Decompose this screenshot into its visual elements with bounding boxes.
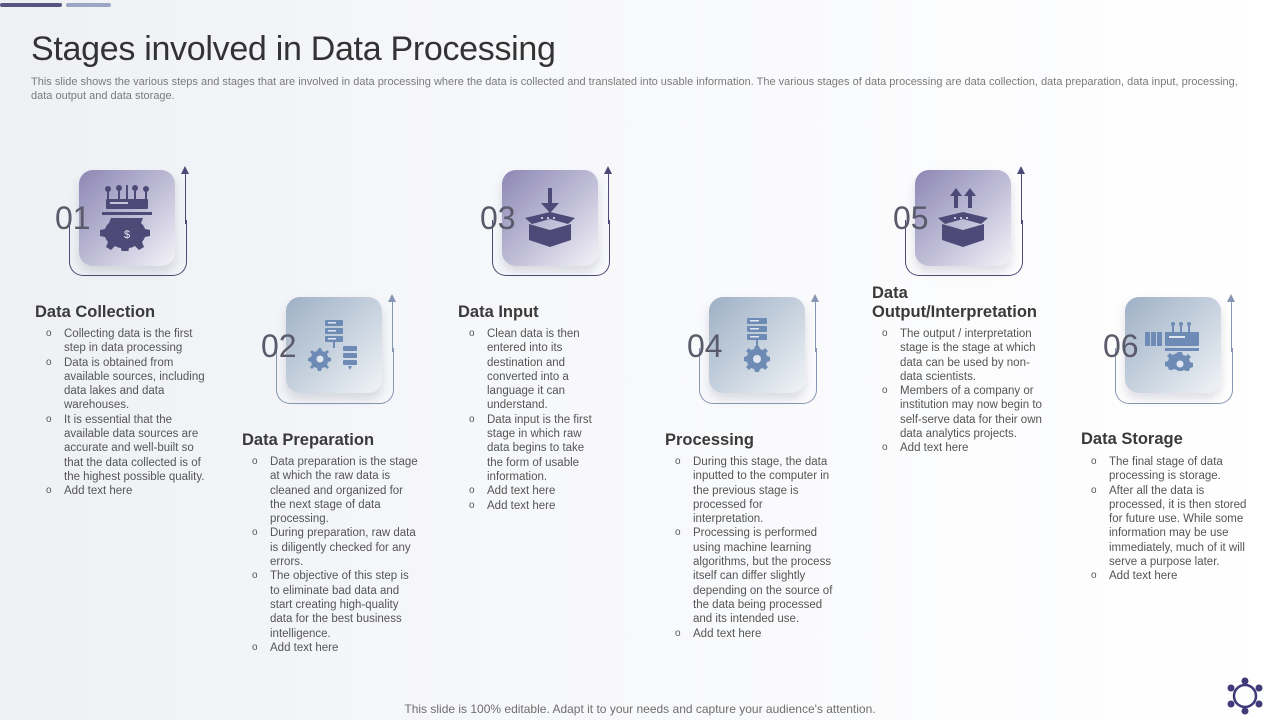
- stage-arrow-line: [392, 302, 393, 352]
- storage-array-gear-icon: [1145, 322, 1199, 371]
- stage-icon-tile: [709, 297, 805, 393]
- bullet-item: Add text here: [241, 641, 419, 656]
- stage-frame: [905, 220, 1023, 276]
- bullet-item: During preparation, raw data is diligent…: [241, 526, 419, 569]
- bullet-item: During this stage, the data inputted to …: [664, 455, 834, 526]
- stage-frame: [69, 220, 187, 276]
- bullet-item: After all the data is processed, it is t…: [1080, 484, 1250, 570]
- stage-title: Data Input: [458, 303, 539, 321]
- bullet-item: Add text here: [1080, 569, 1250, 584]
- bullet-item: Add text here: [458, 484, 603, 499]
- arrow-up-icon: [604, 166, 612, 174]
- stage-title: Data Storage: [1081, 430, 1183, 448]
- stage-number: 06: [1103, 328, 1139, 364]
- stage-number: 04: [687, 328, 723, 364]
- stage-arrow-line: [608, 174, 609, 224]
- stage-bullets: Collecting data is the first step in dat…: [35, 327, 210, 499]
- bullet-item: Data input is the first stage in which r…: [458, 413, 603, 484]
- bullet-item: Members of a company or institution may …: [871, 384, 1043, 441]
- stage-arrow-line: [1021, 174, 1022, 224]
- stage-title: Data Output/Interpretation: [872, 284, 1037, 321]
- server-gear-icon: [744, 318, 770, 372]
- bullet-item: Add text here: [871, 441, 1043, 456]
- box-arrow-down-icon: [525, 188, 575, 247]
- stage-number: 05: [893, 200, 929, 236]
- accent-bar-light: [66, 3, 111, 7]
- bullet-item: Add text here: [664, 627, 834, 642]
- stage-icon-tile: [915, 170, 1011, 266]
- stage-frame: [492, 220, 610, 276]
- stage-number: 02: [261, 328, 297, 364]
- arrow-up-icon: [811, 294, 819, 302]
- bullet-item: The objective of this step is to elimina…: [241, 569, 419, 640]
- bullet-item: Add text here: [458, 499, 603, 514]
- footer-note: This slide is 100% editable. Adapt it to…: [404, 702, 876, 716]
- bullet-item: The final stage of data processing is st…: [1080, 455, 1250, 484]
- stage-bullets: Data preparation is the stage at which t…: [241, 455, 419, 655]
- gear-servers-icon: [308, 320, 357, 371]
- stage-title: Processing: [665, 431, 754, 449]
- bullet-item: Processing is performed using machine le…: [664, 526, 834, 626]
- arrow-up-icon: [388, 294, 396, 302]
- stage-number: 01: [55, 200, 91, 236]
- stage-bullets: During this stage, the data inputted to …: [664, 455, 834, 641]
- data-funnel-dollar-gear-icon: $: [100, 185, 152, 251]
- stage-icon-tile: [502, 170, 598, 266]
- bullet-item: Data is obtained from available sources,…: [35, 356, 210, 413]
- bullet-item: Collecting data is the first step in dat…: [35, 327, 210, 356]
- arrow-up-icon: [1227, 294, 1235, 302]
- stage-bullets: The final stage of data processing is st…: [1080, 455, 1250, 584]
- network-logo-icon: [1227, 677, 1263, 715]
- bullet-item: The output / interpretation stage is the…: [871, 327, 1043, 384]
- stage-title: Data Collection: [35, 303, 156, 321]
- bullet-item: It is essential that the available data …: [35, 413, 210, 484]
- stage-icon-tile: [286, 297, 382, 393]
- arrow-up-icon: [181, 166, 189, 174]
- box-arrows-up-icon: [938, 188, 988, 247]
- svg-text:$: $: [124, 229, 130, 241]
- stage-frame: [1115, 348, 1233, 404]
- stage-bullets: The output / interpretation stage is the…: [871, 327, 1043, 456]
- accent-bar-dark: [0, 3, 62, 7]
- stage-arrow-line: [185, 174, 186, 224]
- stage-icon-tile: [1125, 297, 1221, 393]
- stage-title: Data Preparation: [242, 431, 375, 449]
- bullet-item: Clean data is then entered into its dest…: [458, 327, 603, 413]
- stage-arrow-line: [1231, 302, 1232, 352]
- page-subtitle: This slide shows the various steps and s…: [31, 76, 1238, 102]
- page-title: Stages involved in Data Processing: [31, 30, 556, 68]
- stage-bullets: Clean data is then entered into its dest…: [458, 327, 603, 513]
- arrow-up-icon: [1017, 166, 1025, 174]
- stage-icon-tile: $: [79, 170, 175, 266]
- bullet-item: Data preparation is the stage at which t…: [241, 455, 419, 526]
- stage-frame: [276, 348, 394, 404]
- stage-number: 03: [480, 200, 516, 236]
- bullet-item: Add text here: [35, 484, 210, 499]
- stage-arrow-line: [815, 302, 816, 352]
- stage-frame: [699, 348, 817, 404]
